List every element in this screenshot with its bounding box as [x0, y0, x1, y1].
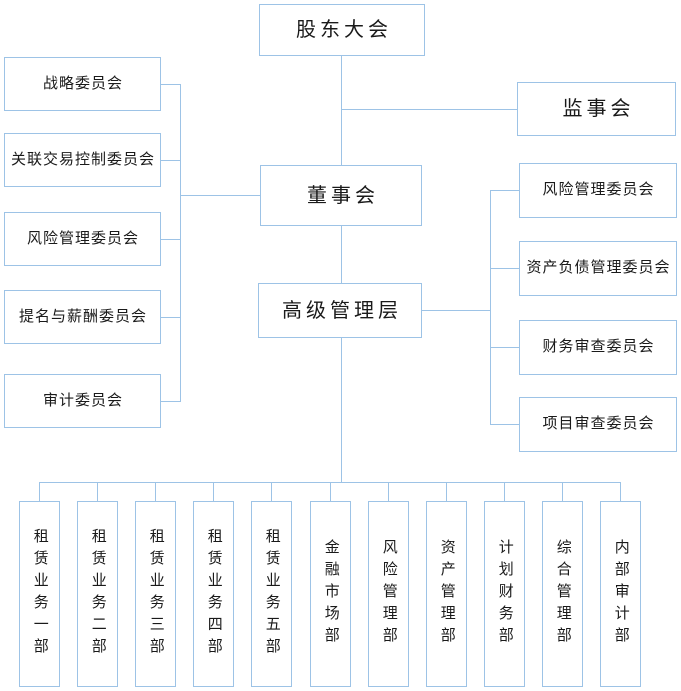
connector-line — [213, 482, 214, 501]
node-label: 租赁业务五部 — [263, 528, 280, 660]
node-dept-leasing-business-4: 租赁业务四部 — [193, 501, 234, 687]
node-risk-management-committee-board: 风险管理委员会 — [4, 212, 161, 266]
connector-line — [271, 482, 272, 501]
connector-line — [341, 338, 342, 482]
node-label: 计划财务部 — [496, 539, 513, 649]
node-label: 董事会 — [307, 184, 379, 207]
connector-line — [161, 401, 180, 402]
node-dept-financial-markets: 金融市场部 — [310, 501, 351, 687]
node-label: 综合管理部 — [554, 539, 571, 649]
connector-line — [341, 226, 342, 283]
node-label: 资产管理部 — [438, 539, 455, 649]
node-related-transaction-control-committee: 关联交易控制委员会 — [4, 133, 161, 187]
node-dept-leasing-business-5: 租赁业务五部 — [251, 501, 292, 687]
node-label: 关联交易控制委员会 — [10, 151, 155, 168]
node-label: 战略委员会 — [42, 75, 123, 92]
connector-line — [422, 310, 490, 311]
node-label: 租赁业务二部 — [89, 528, 106, 660]
connector-line — [161, 84, 180, 85]
connector-line — [39, 482, 40, 501]
connector-line — [161, 160, 180, 161]
node-label: 监事会 — [562, 98, 635, 120]
node-label: 租赁业务一部 — [31, 528, 48, 660]
connector-line — [388, 482, 389, 501]
connector-line — [342, 109, 517, 110]
node-supervisory-board: 监事会 — [517, 82, 676, 136]
connector-line — [341, 56, 342, 165]
node-label: 风险管理部 — [380, 539, 397, 649]
connector-line — [562, 482, 563, 501]
connector-line — [490, 268, 519, 269]
node-board-of-directors: 董事会 — [260, 165, 422, 226]
node-dept-leasing-business-3: 租赁业务三部 — [135, 501, 176, 687]
connector-line — [490, 347, 519, 348]
node-audit-committee: 审计委员会 — [4, 374, 161, 428]
node-dept-asset-management: 资产管理部 — [426, 501, 467, 687]
node-dept-risk-management: 风险管理部 — [368, 501, 409, 687]
node-nomination-remuneration-committee: 提名与薪酬委员会 — [4, 290, 161, 344]
node-label: 提名与薪酬委员会 — [18, 308, 147, 325]
node-label: 风险管理委员会 — [542, 182, 655, 199]
node-project-review-committee: 项目审查委员会 — [519, 397, 677, 452]
node-label: 租赁业务四部 — [205, 528, 222, 660]
connector-line — [180, 84, 181, 402]
connector-line — [330, 482, 331, 501]
node-strategy-committee: 战略委员会 — [4, 57, 161, 111]
node-shareholders-meeting: 股东大会 — [259, 4, 425, 56]
node-dept-planning-finance: 计划财务部 — [484, 501, 525, 687]
node-label: 租赁业务三部 — [147, 528, 164, 660]
node-label: 财务审查委员会 — [542, 339, 655, 356]
node-label: 金融市场部 — [322, 539, 339, 649]
connector-line — [161, 239, 180, 240]
node-financial-review-committee: 财务审查委员会 — [519, 320, 677, 375]
node-label: 股东大会 — [296, 19, 392, 41]
node-asset-liability-management-committee: 资产负债管理委员会 — [519, 241, 677, 296]
connector-line — [97, 482, 98, 501]
node-dept-leasing-business-1: 租赁业务一部 — [19, 501, 60, 687]
node-dept-general-management: 综合管理部 — [542, 501, 583, 687]
connector-line — [504, 482, 505, 501]
connector-line — [161, 317, 180, 318]
connector-line — [181, 195, 260, 196]
node-label: 内部审计部 — [612, 539, 629, 649]
node-label: 风险管理委员会 — [26, 230, 139, 247]
connector-line — [446, 482, 447, 501]
connector-line — [490, 424, 519, 425]
node-dept-leasing-business-2: 租赁业务二部 — [77, 501, 118, 687]
node-label: 审计委员会 — [42, 392, 123, 409]
connector-line — [490, 190, 519, 191]
connector-line — [155, 482, 156, 501]
node-risk-management-committee-mgmt: 风险管理委员会 — [519, 163, 677, 218]
node-label: 资产负债管理委员会 — [526, 260, 671, 277]
connector-line — [620, 482, 621, 501]
node-senior-management: 高级管理层 — [258, 283, 422, 338]
node-label: 高级管理层 — [282, 299, 402, 322]
connector-line — [490, 190, 491, 425]
node-dept-internal-audit: 内部审计部 — [600, 501, 641, 687]
node-label: 项目审查委员会 — [542, 416, 655, 433]
